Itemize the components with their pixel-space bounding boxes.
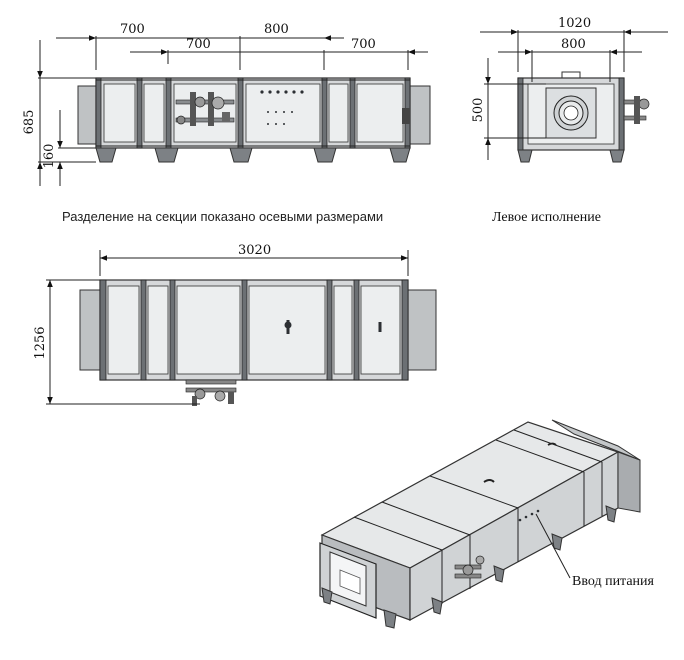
iso-valve <box>454 555 485 579</box>
valve-assembly <box>175 92 235 126</box>
dim-plan-length: 3020 <box>238 243 271 258</box>
front-legs <box>95 147 411 163</box>
sections-note: Разделение на секции показано осевыми ра… <box>62 209 383 224</box>
dim-side-width: 1020 <box>558 16 591 31</box>
dim-front-height: 685 <box>22 110 37 135</box>
plan-view <box>46 250 437 406</box>
side-view <box>480 29 668 163</box>
dim-side-height: 500 <box>471 98 486 123</box>
control-panel-dots <box>260 90 304 125</box>
plan-valve <box>185 379 237 406</box>
dim-plan-width: 1256 <box>33 326 48 359</box>
side-view-caption: Левое исполнение <box>492 210 601 225</box>
front-view <box>37 35 431 186</box>
dim-front-second-right: 700 <box>351 37 376 52</box>
isometric-view <box>319 419 641 629</box>
iso-power-dots <box>518 509 540 522</box>
dim-front-top-right: 800 <box>264 22 289 37</box>
dim-front-leg: 160 <box>42 144 57 169</box>
dim-front-second-left: 700 <box>186 37 211 52</box>
power-input-label: Ввод питания <box>572 574 655 589</box>
dim-front-top-left: 700 <box>120 22 145 37</box>
dim-side-inner: 800 <box>561 37 586 52</box>
side-valve <box>623 96 650 124</box>
